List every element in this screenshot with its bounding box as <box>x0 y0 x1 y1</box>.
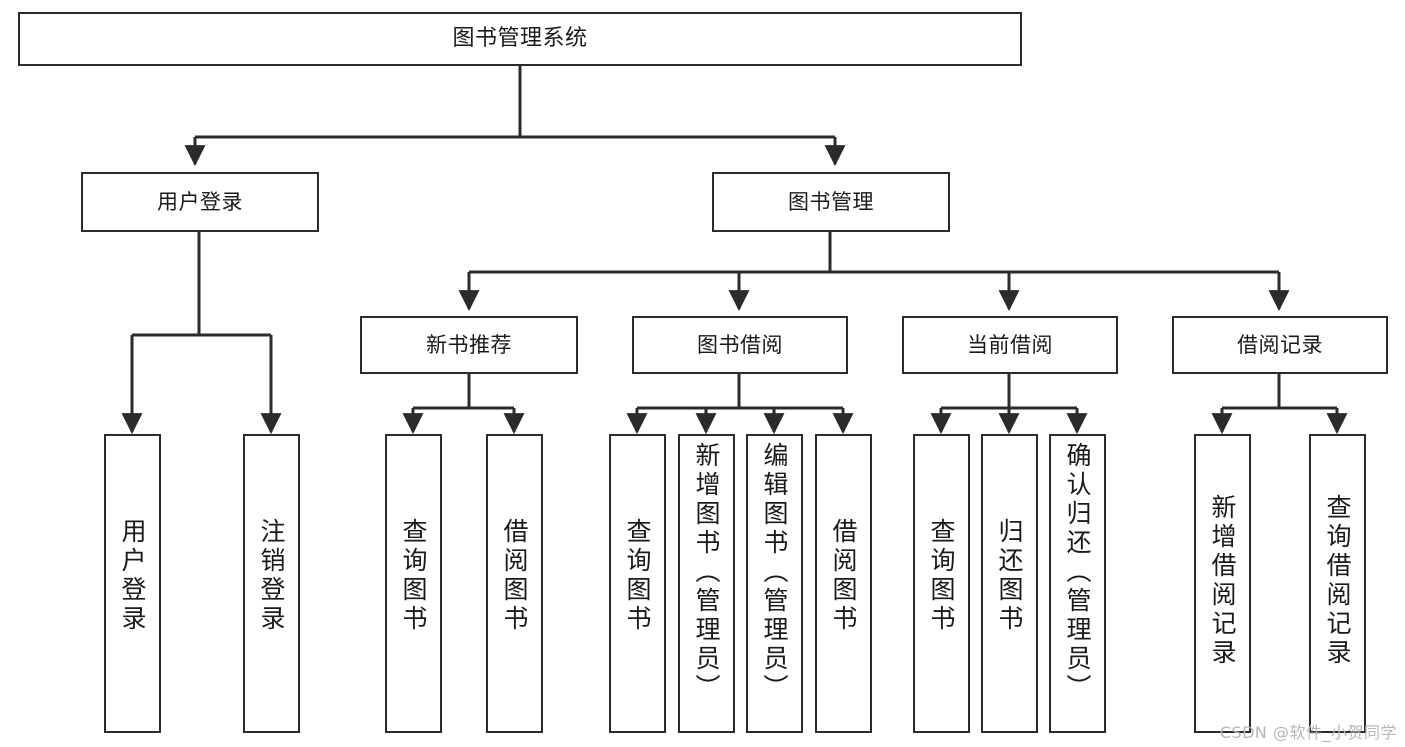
node-label: 图书管理 <box>788 189 874 214</box>
node-label: 图书管理系统 <box>452 26 588 52</box>
node-book-management[interactable]: 图书管理 <box>712 172 950 232</box>
node-label: 用户登录 <box>157 189 243 214</box>
node-label: 查询图书 <box>927 518 956 634</box>
node-new-book-recommend[interactable]: 新书推荐 <box>360 316 578 374</box>
node-label: 编辑图书（管理员） <box>760 442 789 703</box>
leaf-add-borrow-record[interactable]: 新增借阅记录 <box>1194 434 1251 733</box>
node-label: 查询图书 <box>399 518 428 634</box>
node-borrow-record[interactable]: 借阅记录 <box>1172 316 1388 374</box>
leaf-query-books-recommend[interactable]: 查询图书 <box>385 434 442 733</box>
node-label: 新增借阅记录 <box>1208 494 1237 668</box>
node-book-borrow[interactable]: 图书借阅 <box>632 316 848 374</box>
leaf-user-login[interactable]: 用户登录 <box>104 434 161 733</box>
node-label: 新书推荐 <box>426 332 512 357</box>
node-label: 当前借阅 <box>967 332 1053 357</box>
node-label: 借阅图书 <box>500 518 529 634</box>
node-label: 确认归还（管理员） <box>1063 442 1092 703</box>
node-label: 借阅图书 <box>829 518 858 634</box>
node-user-login[interactable]: 用户登录 <box>81 172 319 232</box>
leaf-borrow-books[interactable]: 借阅图书 <box>815 434 872 733</box>
node-label: 注销登录 <box>257 518 286 634</box>
node-current-borrow[interactable]: 当前借阅 <box>902 316 1118 374</box>
leaf-confirm-return-admin[interactable]: 确认归还（管理员） <box>1049 434 1106 733</box>
csdn-watermark: CSDN @软件_小贺同学 <box>1219 723 1397 742</box>
leaf-query-borrow-record[interactable]: 查询借阅记录 <box>1309 434 1366 733</box>
node-label: 用户登录 <box>118 518 147 634</box>
node-label: 归还图书 <box>995 518 1024 634</box>
node-label: 新增图书（管理员） <box>692 442 721 703</box>
node-root-book-management-system[interactable]: 图书管理系统 <box>18 12 1022 66</box>
node-label: 查询图书 <box>623 518 652 634</box>
node-label: 图书借阅 <box>697 332 783 357</box>
leaf-edit-book-admin[interactable]: 编辑图书（管理员） <box>746 434 803 733</box>
leaf-logout-login[interactable]: 注销登录 <box>243 434 300 733</box>
node-label: 借阅记录 <box>1237 332 1323 357</box>
leaf-query-books-borrow[interactable]: 查询图书 <box>609 434 666 733</box>
leaf-add-book-admin[interactable]: 新增图书（管理员） <box>678 434 735 733</box>
node-label: 查询借阅记录 <box>1323 494 1352 668</box>
leaf-return-books[interactable]: 归还图书 <box>981 434 1038 733</box>
leaf-borrow-books-recommend[interactable]: 借阅图书 <box>486 434 543 733</box>
leaf-query-books-current[interactable]: 查询图书 <box>913 434 970 733</box>
